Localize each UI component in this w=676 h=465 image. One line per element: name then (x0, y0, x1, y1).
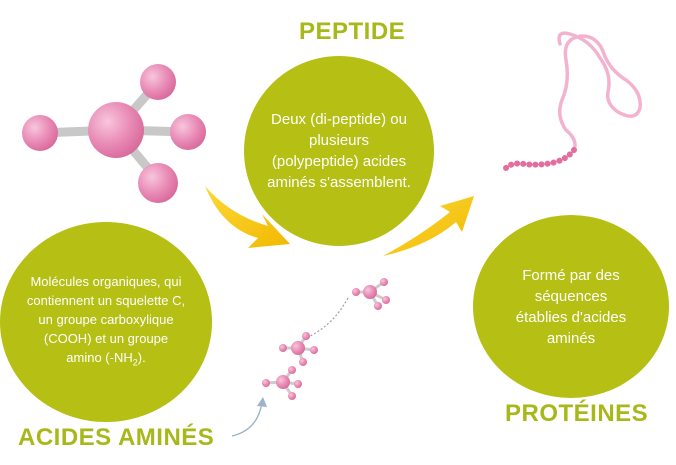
peptide-description: Deux (di-peptide) ou plusieurs (polypept… (267, 111, 411, 191)
peptide-heading: PEPTIDE (299, 18, 406, 45)
acides-amines-text: Molécules organiques, qui contiennent un… (26, 273, 186, 365)
acides-amines-description: Molécules organiques, qui contiennent un… (26, 272, 186, 373)
arrow-down-right-icon (205, 186, 290, 248)
small-molecule-icon (262, 366, 302, 400)
acides-amines-subscript: 2 (132, 357, 138, 368)
proteines-heading: PROTÉINES (505, 400, 649, 427)
proteines-description-bubble: Formé par des séquences établies d'acide… (473, 215, 669, 398)
acides-amines-description-bubble: Molécules organiques, qui contiennent un… (0, 222, 212, 422)
acides-amines-heading: ACIDES AMINÉS (18, 424, 215, 451)
acides-amines-end: ). (137, 349, 146, 365)
thin-arrow-head-icon (257, 397, 267, 407)
small-molecule-icon (352, 278, 390, 310)
small-molecule-icon (279, 332, 318, 366)
peptide-description-bubble: Deux (di-peptide) ou plusieurs (polypept… (244, 56, 434, 246)
dotted-connector (309, 297, 349, 337)
large-molecule-icon (22, 64, 206, 203)
proteines-description: Formé par des séquences établies d'acide… (515, 266, 627, 347)
arrow-up-right-icon (383, 196, 474, 256)
protein-strand-icon (503, 31, 642, 171)
thin-arrow-icon (231, 401, 263, 437)
